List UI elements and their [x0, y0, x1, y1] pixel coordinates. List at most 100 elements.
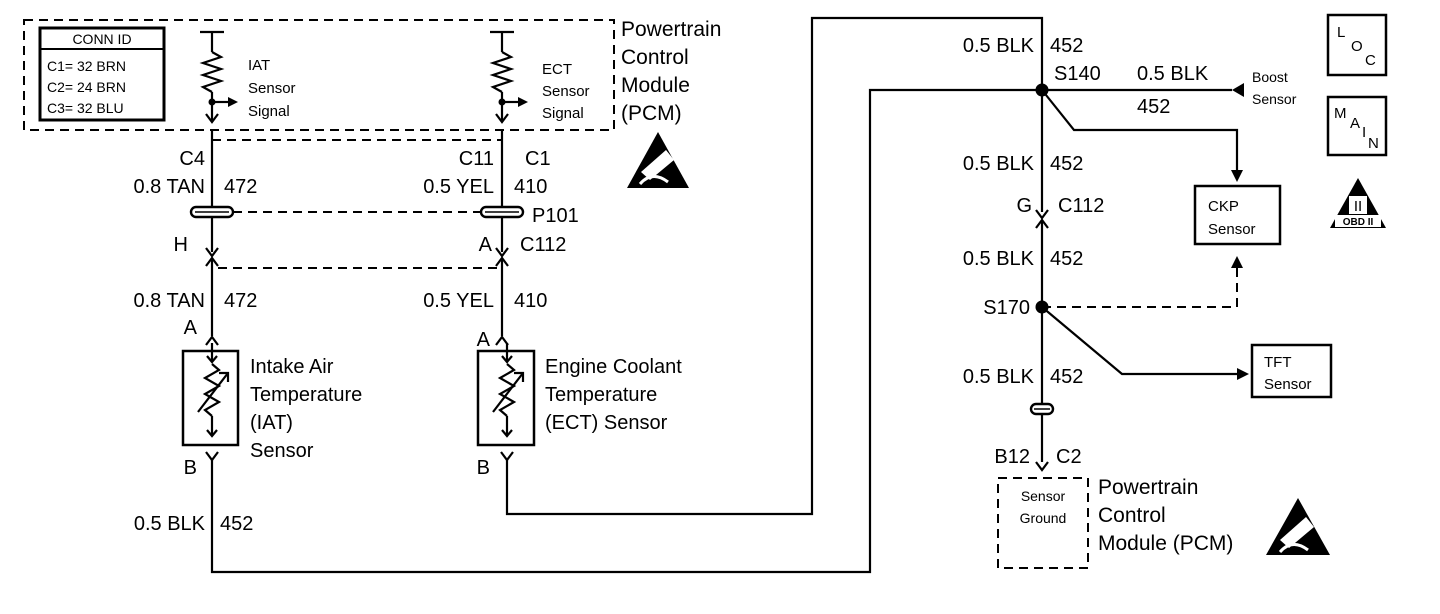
- main-letter-n: N: [1368, 135, 1379, 152]
- iat-sensor-label-2: Temperature: [250, 384, 362, 406]
- iat-circuit-lower: 472: [224, 290, 257, 312]
- ect-pin-b-terminal: [500, 451, 514, 462]
- ect-conn-pin: A: [479, 234, 493, 256]
- ground-conn-id: C112: [1058, 195, 1104, 217]
- loc-letter-c: C: [1365, 52, 1376, 69]
- iat-sensor-label-4: Sensor: [250, 440, 314, 462]
- ect-pcm-pin: C11: [459, 148, 494, 170]
- ect-sensor-pin-a: A: [477, 329, 491, 351]
- conn-id-header: CONN ID: [72, 31, 131, 47]
- ect-conn-id: C112: [520, 234, 566, 256]
- ground-seg4-wire: 0.5 BLK: [963, 366, 1035, 388]
- conn-id-row-2: C2= 24 BRN: [47, 79, 126, 95]
- pcm-bottom: Sensor Ground Powertrain Control Module …: [997, 476, 1330, 569]
- main-letter-m: M: [1334, 105, 1347, 122]
- iat-sensor-pin-a: A: [184, 317, 198, 339]
- iat-signal-3: Signal: [248, 103, 290, 120]
- ckp-sensor-label-2: Sensor: [1208, 221, 1256, 238]
- boost-wire: 0.5 BLK: [1137, 63, 1209, 85]
- ect-sensor: Engine Coolant Temperature (ECT) Sensor: [476, 343, 682, 447]
- pcm-bottom-title-2: Control: [1098, 504, 1166, 527]
- main-letter-a: A: [1350, 115, 1360, 132]
- iat-ground-wire-color: 0.5 BLK: [134, 513, 206, 535]
- iat-circuit: C4 0.8 TAN 472 H 0.8 TAN 472 A: [133, 130, 257, 346]
- pcm-top-title-2: Control: [621, 46, 689, 69]
- sensor-ground-label-1: Sensor: [1021, 488, 1066, 504]
- ckp-sensor: CKP Sensor: [1193, 184, 1282, 246]
- ect-circuit-lower: 410: [514, 290, 547, 312]
- pcm-bottom-title-1: Powertrain: [1098, 476, 1198, 499]
- iat-circuit-upper: 472: [224, 176, 257, 198]
- iat-pcm-pin: C4: [179, 148, 205, 170]
- ground-seg4-circuit: 452: [1050, 366, 1083, 388]
- obd-ii-icon: II OBD II: [1330, 178, 1386, 228]
- boost-circuit: 452: [1137, 96, 1170, 118]
- ect-pullup-resistor: [489, 30, 528, 124]
- iat-sensor: Intake Air Temperature (IAT) Sensor: [181, 343, 362, 462]
- iat-ground-circuit: 452: [220, 513, 253, 535]
- ground-conn-pin: G: [1016, 195, 1032, 217]
- pcm-top-title-1: Powertrain: [621, 18, 721, 41]
- conn-id-row-3: C3= 32 BLU: [47, 100, 124, 116]
- boost-sensor-label-1: Boost: [1252, 69, 1288, 85]
- pcm-bottom-outline: [997, 477, 1089, 569]
- boost-sensor-label-2: Sensor: [1252, 91, 1297, 107]
- pcm-top-title-3: Module: [621, 74, 690, 97]
- ect-ground-wire: [505, 16, 1044, 516]
- ground-pcm-pin: B12: [994, 446, 1030, 468]
- ect-circuit-upper: 410: [514, 176, 547, 198]
- iat-sensor-pin-b: B: [184, 457, 197, 479]
- ect-sensor-label-3: (ECT) Sensor: [545, 412, 668, 434]
- iat-pullup-resistor: [199, 30, 238, 124]
- ground-seg2-circuit: 452: [1050, 153, 1083, 175]
- iat-pin-b-terminal: [205, 451, 219, 462]
- conn-id-box: CONN ID C1= 32 BRN C2= 24 BRN C3= 32 BLU: [38, 26, 166, 122]
- splice-s170: S170: [983, 297, 1030, 319]
- pcm-top-outline: [23, 19, 615, 131]
- iat-signal-2: Sensor: [248, 80, 296, 97]
- obd-label: OBD II: [1343, 217, 1374, 228]
- conn-id-row-1: C1= 32 BRN: [47, 58, 126, 74]
- iat-sensor-label-3: (IAT): [250, 412, 293, 434]
- ground-seg1-wire: 0.5 BLK: [963, 35, 1035, 57]
- ect-wire-upper: 0.5 YEL: [423, 176, 494, 198]
- esd-warning-icon-bottom: [1266, 498, 1330, 555]
- pcm-top: Powertrain Control Module (PCM) CONN ID …: [23, 18, 721, 188]
- ect-pcm-conn: C1: [525, 148, 551, 170]
- ground-seg2-wire: 0.5 BLK: [963, 153, 1035, 175]
- ground-pcm-conn: C2: [1056, 446, 1082, 468]
- tft-sensor-label-1: TFT: [1264, 354, 1292, 371]
- iat-wire-upper: 0.8 TAN: [133, 176, 205, 198]
- main-letter-i: I: [1362, 124, 1366, 141]
- iat-ground-wire: [210, 88, 1042, 574]
- ect-circuit: C11 C1 0.5 YEL 410 P101 A C112 0.5 YEL 4…: [423, 130, 579, 351]
- ground-circuit: 0.5 BLK 452 S140 0.5 BLK 452 Boost Senso…: [963, 35, 1297, 472]
- sensor-ground-label-2: Ground: [1020, 510, 1067, 526]
- ect-signal-2: Sensor: [542, 83, 590, 100]
- tft-sensor: TFT Sensor: [1250, 343, 1333, 399]
- pcm-top-title-4: (PCM): [621, 102, 682, 125]
- splice-s140: S140: [1054, 63, 1101, 85]
- ect-sensor-label-2: Temperature: [545, 384, 657, 406]
- tft-sensor-label-2: Sensor: [1264, 376, 1312, 393]
- loc-symbol-icon: L O C: [1326, 13, 1388, 77]
- ground-seg1-circuit: 452: [1050, 35, 1083, 57]
- loc-letter-o: O: [1351, 38, 1363, 55]
- inline-connector-id: P101: [532, 205, 579, 227]
- obd-numeral: II: [1354, 198, 1362, 215]
- loc-letter-l: L: [1337, 24, 1345, 41]
- ground-seg3-wire: 0.5 BLK: [963, 248, 1035, 270]
- iat-signal-1: IAT: [248, 57, 270, 74]
- ect-sensor-label-1: Engine Coolant: [545, 356, 682, 378]
- ect-sensor-pin-b: B: [477, 457, 490, 479]
- ckp-sensor-label-1: CKP: [1208, 198, 1239, 215]
- pcm-bottom-title-3: Module (PCM): [1098, 532, 1233, 555]
- iat-sensor-label-1: Intake Air: [250, 356, 334, 378]
- ect-signal-1: ECT: [542, 61, 572, 78]
- esd-warning-icon: [627, 132, 689, 188]
- ground-seg3-circuit: 452: [1050, 248, 1083, 270]
- ect-signal-3: Signal: [542, 105, 584, 122]
- ect-wire-lower: 0.5 YEL: [423, 290, 494, 312]
- iat-wire-lower: 0.8 TAN: [133, 290, 205, 312]
